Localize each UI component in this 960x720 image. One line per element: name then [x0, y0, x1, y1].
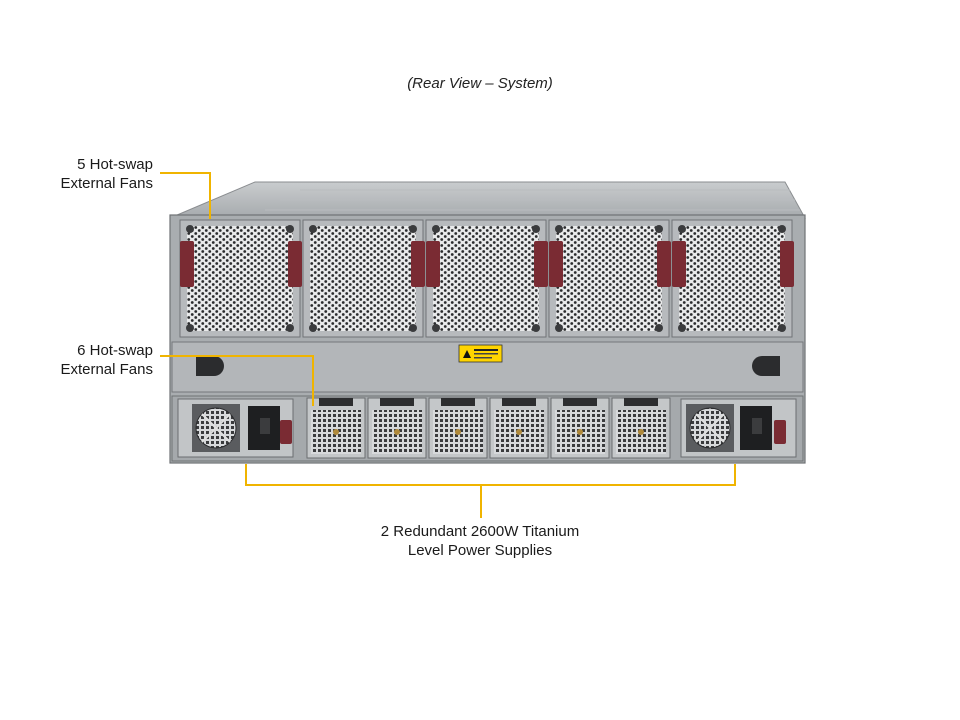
warning-label [458, 344, 503, 363]
callout-psu-line2: Level Power Supplies [407, 542, 553, 559]
fan-module [302, 219, 424, 338]
callout-psu-line1: 2 Redundant 2600W Titanium [380, 523, 580, 540]
diagram-caption: (Rear View – System) [407, 75, 553, 92]
callout-lines [160, 172, 736, 518]
small-fan-module [550, 397, 610, 459]
fan-handle [180, 241, 194, 287]
fan-handle [657, 241, 671, 287]
small-fan-module [489, 397, 549, 459]
fan-handle [549, 241, 563, 287]
power-supply-right [680, 398, 797, 458]
fan-module [179, 219, 301, 338]
fan-handle [534, 241, 548, 287]
callout-line-mid-fans [160, 355, 314, 406]
panel-handle-right [752, 356, 780, 376]
callout-top-fans-line2: External Fans [60, 175, 153, 192]
lower-fan-row [306, 397, 671, 459]
callout-top-fans-label: 5 Hot-swap External Fans [20, 155, 153, 193]
callout-mid-fans-label: 6 Hot-swap External Fans [20, 341, 153, 379]
panel-handle-left [196, 356, 224, 376]
small-fan-module [367, 397, 427, 459]
callout-psu-label: 2 Redundant 2600W Titanium Level Power S… [330, 522, 630, 560]
small-fan-module [428, 397, 488, 459]
top-fan-row [179, 219, 794, 338]
fan-handle [426, 241, 440, 287]
fan-handle [780, 241, 794, 287]
power-supply-left [177, 398, 294, 458]
callout-line-top-fans [160, 172, 211, 219]
callout-mid-fans-line2: External Fans [60, 361, 153, 378]
fan-module [425, 219, 547, 338]
fan-handle [288, 241, 302, 287]
small-fan-module [306, 397, 366, 459]
callout-top-fans-line1: 5 Hot-swap [77, 156, 153, 173]
fan-handle [411, 241, 425, 287]
small-fan-module [611, 397, 671, 459]
callout-line-psu [245, 464, 736, 486]
callout-mid-fans-line1: 6 Hot-swap [77, 342, 153, 359]
fan-module [548, 219, 670, 338]
fan-module [671, 219, 793, 338]
fan-handle [672, 241, 686, 287]
